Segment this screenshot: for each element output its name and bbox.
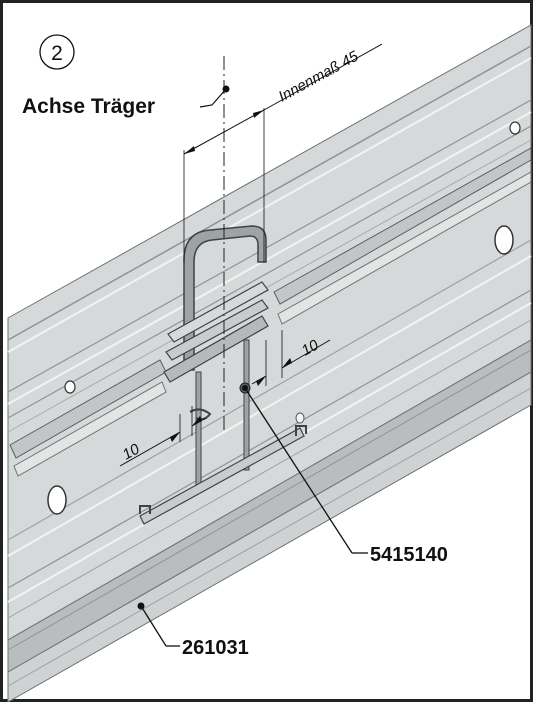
axis-label: Achse Träger: [22, 95, 155, 118]
dimension-right: [251, 330, 331, 386]
rail-holes: [47, 121, 521, 515]
dimension-inner: [183, 43, 383, 262]
carrier-profile: [139, 225, 307, 525]
part-number-rail: 261031: [182, 637, 249, 659]
dimension-right-label: 10: [299, 336, 322, 359]
step-number-badge: 2: [39, 34, 75, 70]
axis-centerline: [199, 56, 230, 430]
aluminium-rail: [7, 24, 532, 702]
dimension-left: [119, 406, 207, 467]
part-number-profile: 5415140: [370, 544, 448, 566]
dimension-left-label: 10: [120, 440, 143, 463]
rail-slots: [9, 147, 532, 477]
step-number: 2: [51, 42, 63, 65]
leader-lines: [137, 385, 368, 647]
